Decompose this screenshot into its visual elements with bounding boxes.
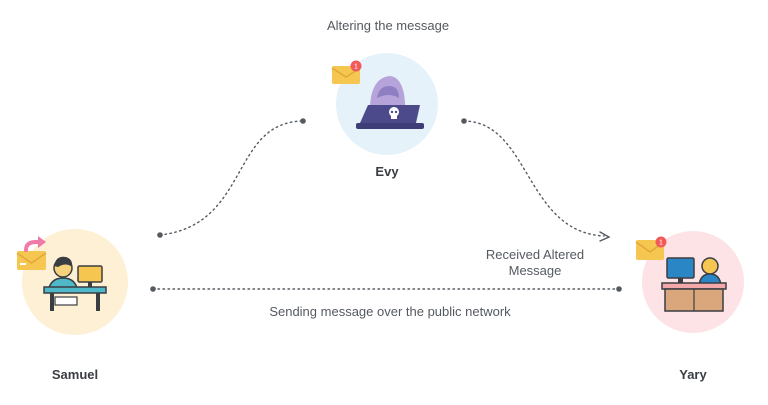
sender-to-attacker-path [159, 120, 304, 236]
envelope-icon [16, 251, 47, 270]
person-at-counter-icon [661, 257, 727, 312]
received-altered-label: Received Altered Message [470, 247, 600, 279]
attacker-badge-count: 1 [354, 64, 358, 71]
attacker-to-receiver-path [463, 120, 605, 237]
connection-lines [152, 120, 620, 290]
sending-message-label: Sending message over the public network [269, 304, 511, 319]
arrow-head [599, 231, 611, 242]
person-at-desk-icon [43, 256, 107, 311]
sender-name: Samuel [51, 367, 99, 382]
hacker-laptop-icon [356, 76, 424, 129]
forward-arrow-icon [24, 236, 46, 252]
receiver-notification-badge: 1 [655, 236, 667, 248]
connection-dots [150, 118, 622, 292]
altering-message-label: Altering the message [326, 18, 450, 33]
receiver-badge-count: 1 [659, 240, 663, 247]
attacker-notification-badge: 1 [350, 60, 362, 72]
received-altered-line-2: Message [508, 263, 562, 278]
sender-circle [22, 229, 128, 335]
receiver-name: Yary [679, 367, 707, 382]
received-altered-line-1: Received Altered [485, 247, 585, 262]
attacker-name: Evy [375, 164, 399, 179]
